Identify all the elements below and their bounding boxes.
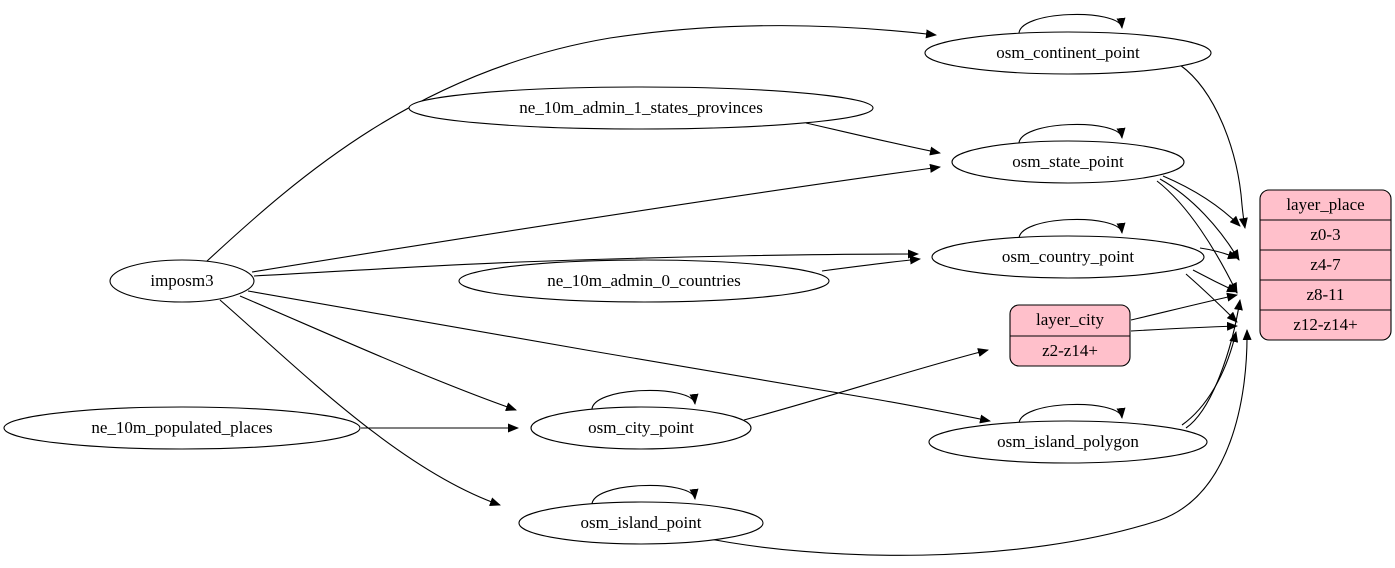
edge-osm_continent_point-to-layer_place-z0_3 — [1179, 64, 1248, 229]
node-osm_continent_point[interactable]: osm_continent_point — [924, 31, 1212, 75]
node-ne_10m_populated_places[interactable]: ne_10m_populated_places — [3, 406, 361, 450]
edge-osm_state_point-to-layer_place-z4_7 — [1159, 178, 1240, 261]
edge-osm_island_point-to-layer_place-z12_z14 — [699, 329, 1252, 556]
node-imposm3[interactable]: imposm3 — [109, 259, 255, 303]
nodes-layer: imposm3 ne_10m_admin_1_states_provinces … — [3, 31, 1212, 545]
edge-layer_city-to-layer_place-z8_11 — [1130, 292, 1238, 321]
edge-osm_city_point-to-layer_city-z2_z14 — [743, 348, 989, 421]
record-layer_place-row-z4-7[interactable]: z4-7 — [1310, 255, 1341, 274]
node-osm_continent_point-label: osm_continent_point — [996, 43, 1140, 62]
selfloop-osm_island_point — [591, 484, 699, 507]
edge-layer_city-to-layer_place-z12_z14 — [1130, 321, 1238, 332]
edge-imposm3-to-osm_continent_point — [205, 25, 937, 263]
node-osm_city_point[interactable]: osm_city_point — [530, 406, 752, 450]
edge-osm_country_point-to-layer_place-z8_11 — [1192, 269, 1238, 293]
record-layer_city-row-z2-z14plus[interactable]: z2-z14+ — [1042, 341, 1098, 360]
edge-osm_state_point-to-layer_place-z0_3 — [1162, 175, 1241, 227]
edge-imposm3-to-osm_country_point — [253, 249, 919, 277]
edge-osm_state_point-to-layer_place-z8_11 — [1156, 180, 1238, 294]
node-imposm3-label: imposm3 — [150, 271, 213, 290]
edge-osm_country_point-to-layer_place-z12_z14 — [1185, 273, 1238, 323]
edge-osm_island_polygon-to-layer_place-z8_11 — [1185, 299, 1243, 429]
selfloop-osm_island_polygon — [1018, 403, 1126, 426]
record-layer_city-header: layer_city — [1036, 310, 1104, 329]
node-osm_country_point-label: osm_country_point — [1002, 247, 1134, 266]
node-osm_state_point[interactable]: osm_state_point — [951, 140, 1185, 184]
selfloop-osm_continent_point — [1018, 13, 1126, 36]
edges-layer — [205, 13, 1252, 556]
edge-imposm3-to-osm_island_point — [219, 299, 501, 506]
record-layer_place-row-z12-z14plus[interactable]: z12-z14+ — [1293, 315, 1357, 334]
edge-osm_country_point-to-layer_place-z4_7 — [1199, 247, 1239, 260]
node-ne_countries-label: ne_10m_admin_0_countries — [547, 271, 741, 290]
node-osm_city_point-label: osm_city_point — [588, 418, 694, 437]
selfloop-osm_state_point — [1018, 123, 1126, 146]
record-layer_place-row-z8-11[interactable]: z8-11 — [1306, 285, 1344, 304]
node-ne_10m_admin_0_countries[interactable]: ne_10m_admin_0_countries — [458, 259, 830, 303]
node-osm_country_point[interactable]: osm_country_point — [931, 235, 1205, 279]
selfloop-osm_city_point — [591, 389, 699, 412]
node-ne_10m_admin_1_states_provinces[interactable]: ne_10m_admin_1_states_provinces — [408, 86, 874, 130]
node-osm_island_point[interactable]: osm_island_point — [518, 501, 764, 545]
node-osm_island_polygon-label: osm_island_polygon — [997, 432, 1139, 451]
record-layer_place[interactable]: layer_place z0-3 z4-7 z8-11 z12-z14+ — [1259, 189, 1392, 341]
record-layer_city[interactable]: layer_city z2-z14+ — [1009, 304, 1131, 367]
edge-ne_countries-to-osm_country_point — [821, 255, 921, 272]
node-ne_populated-label: ne_10m_populated_places — [91, 418, 272, 437]
node-ne_states-label: ne_10m_admin_1_states_provinces — [519, 98, 763, 117]
record-layer_place-header: layer_place — [1286, 195, 1364, 214]
selfloop-osm_country_point — [1018, 218, 1126, 241]
node-osm_state_point-label: osm_state_point — [1012, 152, 1124, 171]
edge-imposm3-to-osm_city_point — [239, 295, 517, 411]
edge-imposm3-to-osm_state_point — [251, 163, 941, 273]
edge-osm_island_polygon-to-layer_place-z12_z14 — [1181, 331, 1239, 426]
record-layer_place-row-z0-3[interactable]: z0-3 — [1310, 225, 1340, 244]
record-nodes-layer: layer_place z0-3 z4-7 z8-11 z12-z14+ lay… — [1009, 189, 1392, 367]
edge-imposm3-to-osm_island_polygon — [247, 290, 991, 424]
node-osm_island_point-label: osm_island_point — [581, 513, 702, 532]
edge-ne_states-to-osm_state_point — [805, 122, 941, 156]
node-osm_island_polygon[interactable]: osm_island_polygon — [928, 420, 1208, 464]
